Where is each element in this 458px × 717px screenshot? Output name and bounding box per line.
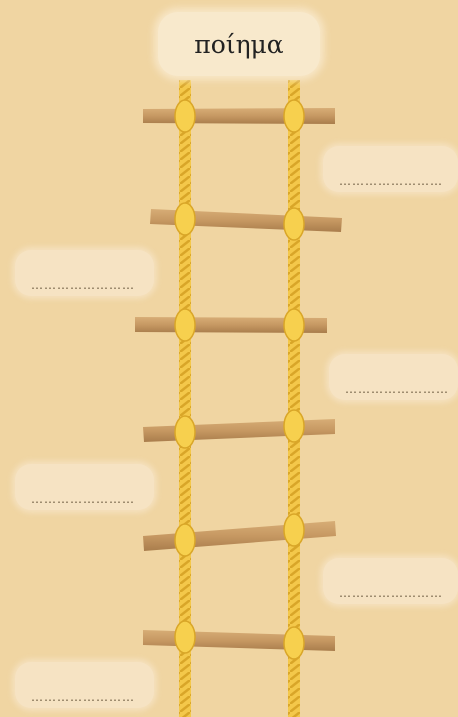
knot bbox=[284, 627, 304, 659]
answer-field-5[interactable]: …………………… bbox=[323, 558, 458, 604]
answer-placeholder: …………………… bbox=[345, 382, 449, 396]
right-rope bbox=[288, 80, 300, 717]
answer-field-2[interactable]: …………………… bbox=[15, 250, 154, 296]
answer-field-6[interactable]: …………………… bbox=[15, 662, 154, 708]
knot bbox=[175, 100, 195, 132]
rung-6 bbox=[143, 630, 335, 651]
knot bbox=[175, 309, 195, 341]
title-text: ποίημα bbox=[194, 30, 283, 59]
rung-5 bbox=[143, 521, 336, 551]
answer-field-3[interactable]: …………………… bbox=[329, 354, 458, 400]
answer-placeholder: …………………… bbox=[339, 174, 443, 188]
knot bbox=[284, 309, 304, 341]
knot bbox=[284, 100, 304, 132]
knot bbox=[284, 514, 304, 546]
knot bbox=[284, 208, 304, 240]
answer-field-1[interactable]: …………………… bbox=[323, 146, 458, 192]
title-box: ποίημα bbox=[158, 12, 320, 76]
answer-placeholder: …………………… bbox=[339, 586, 443, 600]
rung-1 bbox=[143, 108, 335, 124]
knot bbox=[284, 410, 304, 442]
knot bbox=[175, 416, 195, 448]
knot bbox=[175, 621, 195, 653]
knot bbox=[175, 203, 195, 235]
answer-placeholder: …………………… bbox=[31, 278, 135, 292]
knot bbox=[175, 524, 195, 556]
rung-4 bbox=[143, 419, 335, 442]
answer-placeholder: …………………… bbox=[31, 690, 135, 704]
answer-field-4[interactable]: …………………… bbox=[15, 464, 154, 510]
answer-placeholder: …………………… bbox=[31, 492, 135, 506]
